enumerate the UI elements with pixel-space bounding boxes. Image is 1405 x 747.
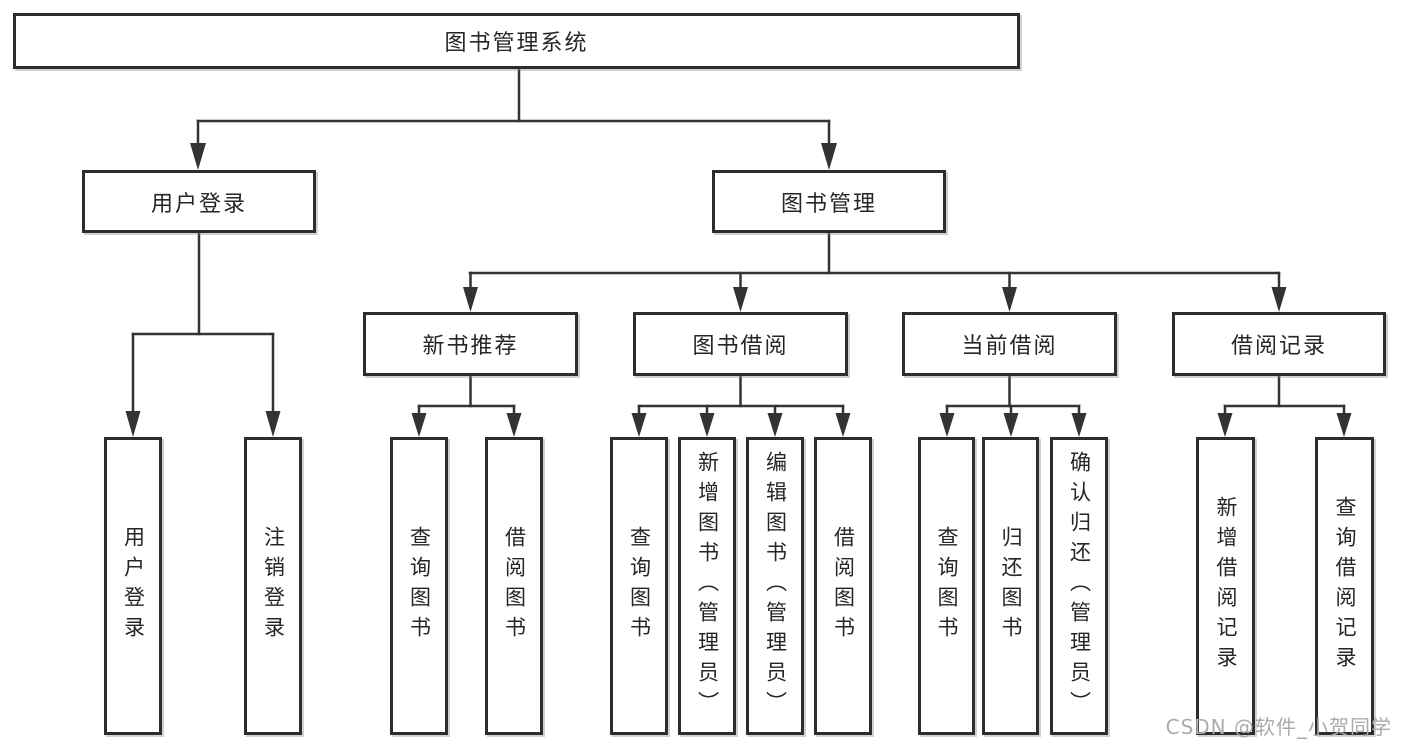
leaf-current-return-books: 归还图书: [982, 437, 1039, 735]
leaf-recommend-borrow-books: 借阅图书: [485, 437, 543, 735]
node-book-management-label: 图书管理: [780, 191, 877, 217]
leaf-borrow-query-books: 查询图书: [610, 437, 668, 735]
leaf-records-query-record: 查询借阅记录: [1315, 437, 1374, 735]
csdn-watermark: CSDN @软件_小贺同学: [1165, 715, 1392, 739]
node-book-borrow: 图书借阅: [633, 312, 848, 376]
leaf-borrow-add-books-admin: 新增图书（管理员）: [678, 437, 736, 735]
leaf-records-query-record-label: 查询借阅记录: [1333, 496, 1357, 676]
leaf-user-login: 用户登录: [104, 437, 162, 735]
leaf-borrow-query-books-label: 查询图书: [627, 526, 652, 646]
leaf-recommend-borrow-books-label: 借阅图书: [502, 526, 527, 646]
node-root: 图书管理系统: [13, 13, 1020, 69]
leaf-current-query-books: 查询图书: [918, 437, 975, 735]
node-new-book-recommend: 新书推荐: [363, 312, 578, 376]
node-borrow-records-label: 借阅记录: [1230, 334, 1327, 359]
leaf-current-return-books-label: 归还图书: [999, 526, 1023, 646]
leaf-records-add-record-label: 新增借阅记录: [1214, 496, 1238, 676]
leaf-current-confirm-return-admin: 确认归还（管理员）: [1050, 437, 1108, 735]
node-book-management: 图书管理: [712, 170, 946, 233]
node-current-borrow: 当前借阅: [902, 312, 1117, 376]
node-user-login-label: 用户登录: [150, 191, 247, 217]
node-book-borrow-label: 图书借阅: [692, 334, 789, 359]
leaf-borrow-borrow-books-label: 借阅图书: [831, 526, 856, 646]
leaf-recommend-query-books: 查询图书: [390, 437, 448, 735]
node-root-label: 图书管理系统: [444, 31, 589, 56]
leaf-logout-label: 注销登录: [261, 526, 286, 646]
leaf-recommend-query-books-label: 查询图书: [407, 526, 432, 646]
leaf-logout: 注销登录: [244, 437, 302, 735]
node-user-login: 用户登录: [82, 170, 316, 233]
leaf-borrow-add-books-admin-label: 新增图书（管理员）: [695, 451, 720, 721]
node-new-book-recommend-label: 新书推荐: [422, 334, 519, 359]
leaf-user-login-label: 用户登录: [121, 526, 146, 646]
node-current-borrow-label: 当前借阅: [961, 334, 1058, 359]
leaf-borrow-edit-books-admin-label: 编辑图书（管理员）: [763, 451, 788, 721]
leaf-current-confirm-return-admin-label: 确认归还（管理员）: [1067, 451, 1092, 721]
leaf-borrow-borrow-books: 借阅图书: [814, 437, 872, 735]
leaf-borrow-edit-books-admin: 编辑图书（管理员）: [746, 437, 804, 735]
node-borrow-records: 借阅记录: [1172, 312, 1386, 376]
leaf-current-query-books-label: 查询图书: [935, 526, 959, 646]
leaf-records-add-record: 新增借阅记录: [1196, 437, 1255, 735]
